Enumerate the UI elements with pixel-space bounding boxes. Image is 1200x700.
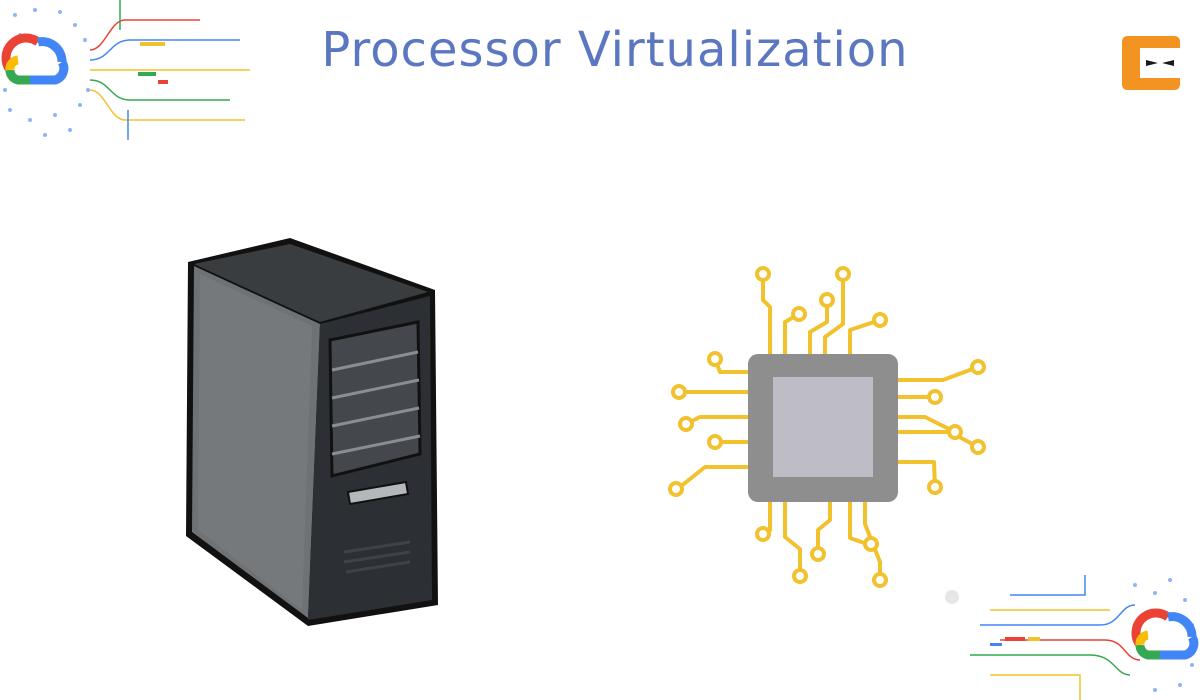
- cpu-chip-icon: [668, 266, 986, 588]
- google-cloud-logo-icon: [1131, 608, 1199, 660]
- server-tower-icon: [186, 238, 438, 626]
- brand-logo-icon: [1122, 36, 1180, 90]
- page-title: Processor Virtualization: [321, 22, 909, 78]
- google-cloud-logo-icon: [1, 33, 69, 85]
- decorative-circuit-bottom-right: [945, 575, 1199, 700]
- decorative-circuit-top-left: [1, 0, 250, 140]
